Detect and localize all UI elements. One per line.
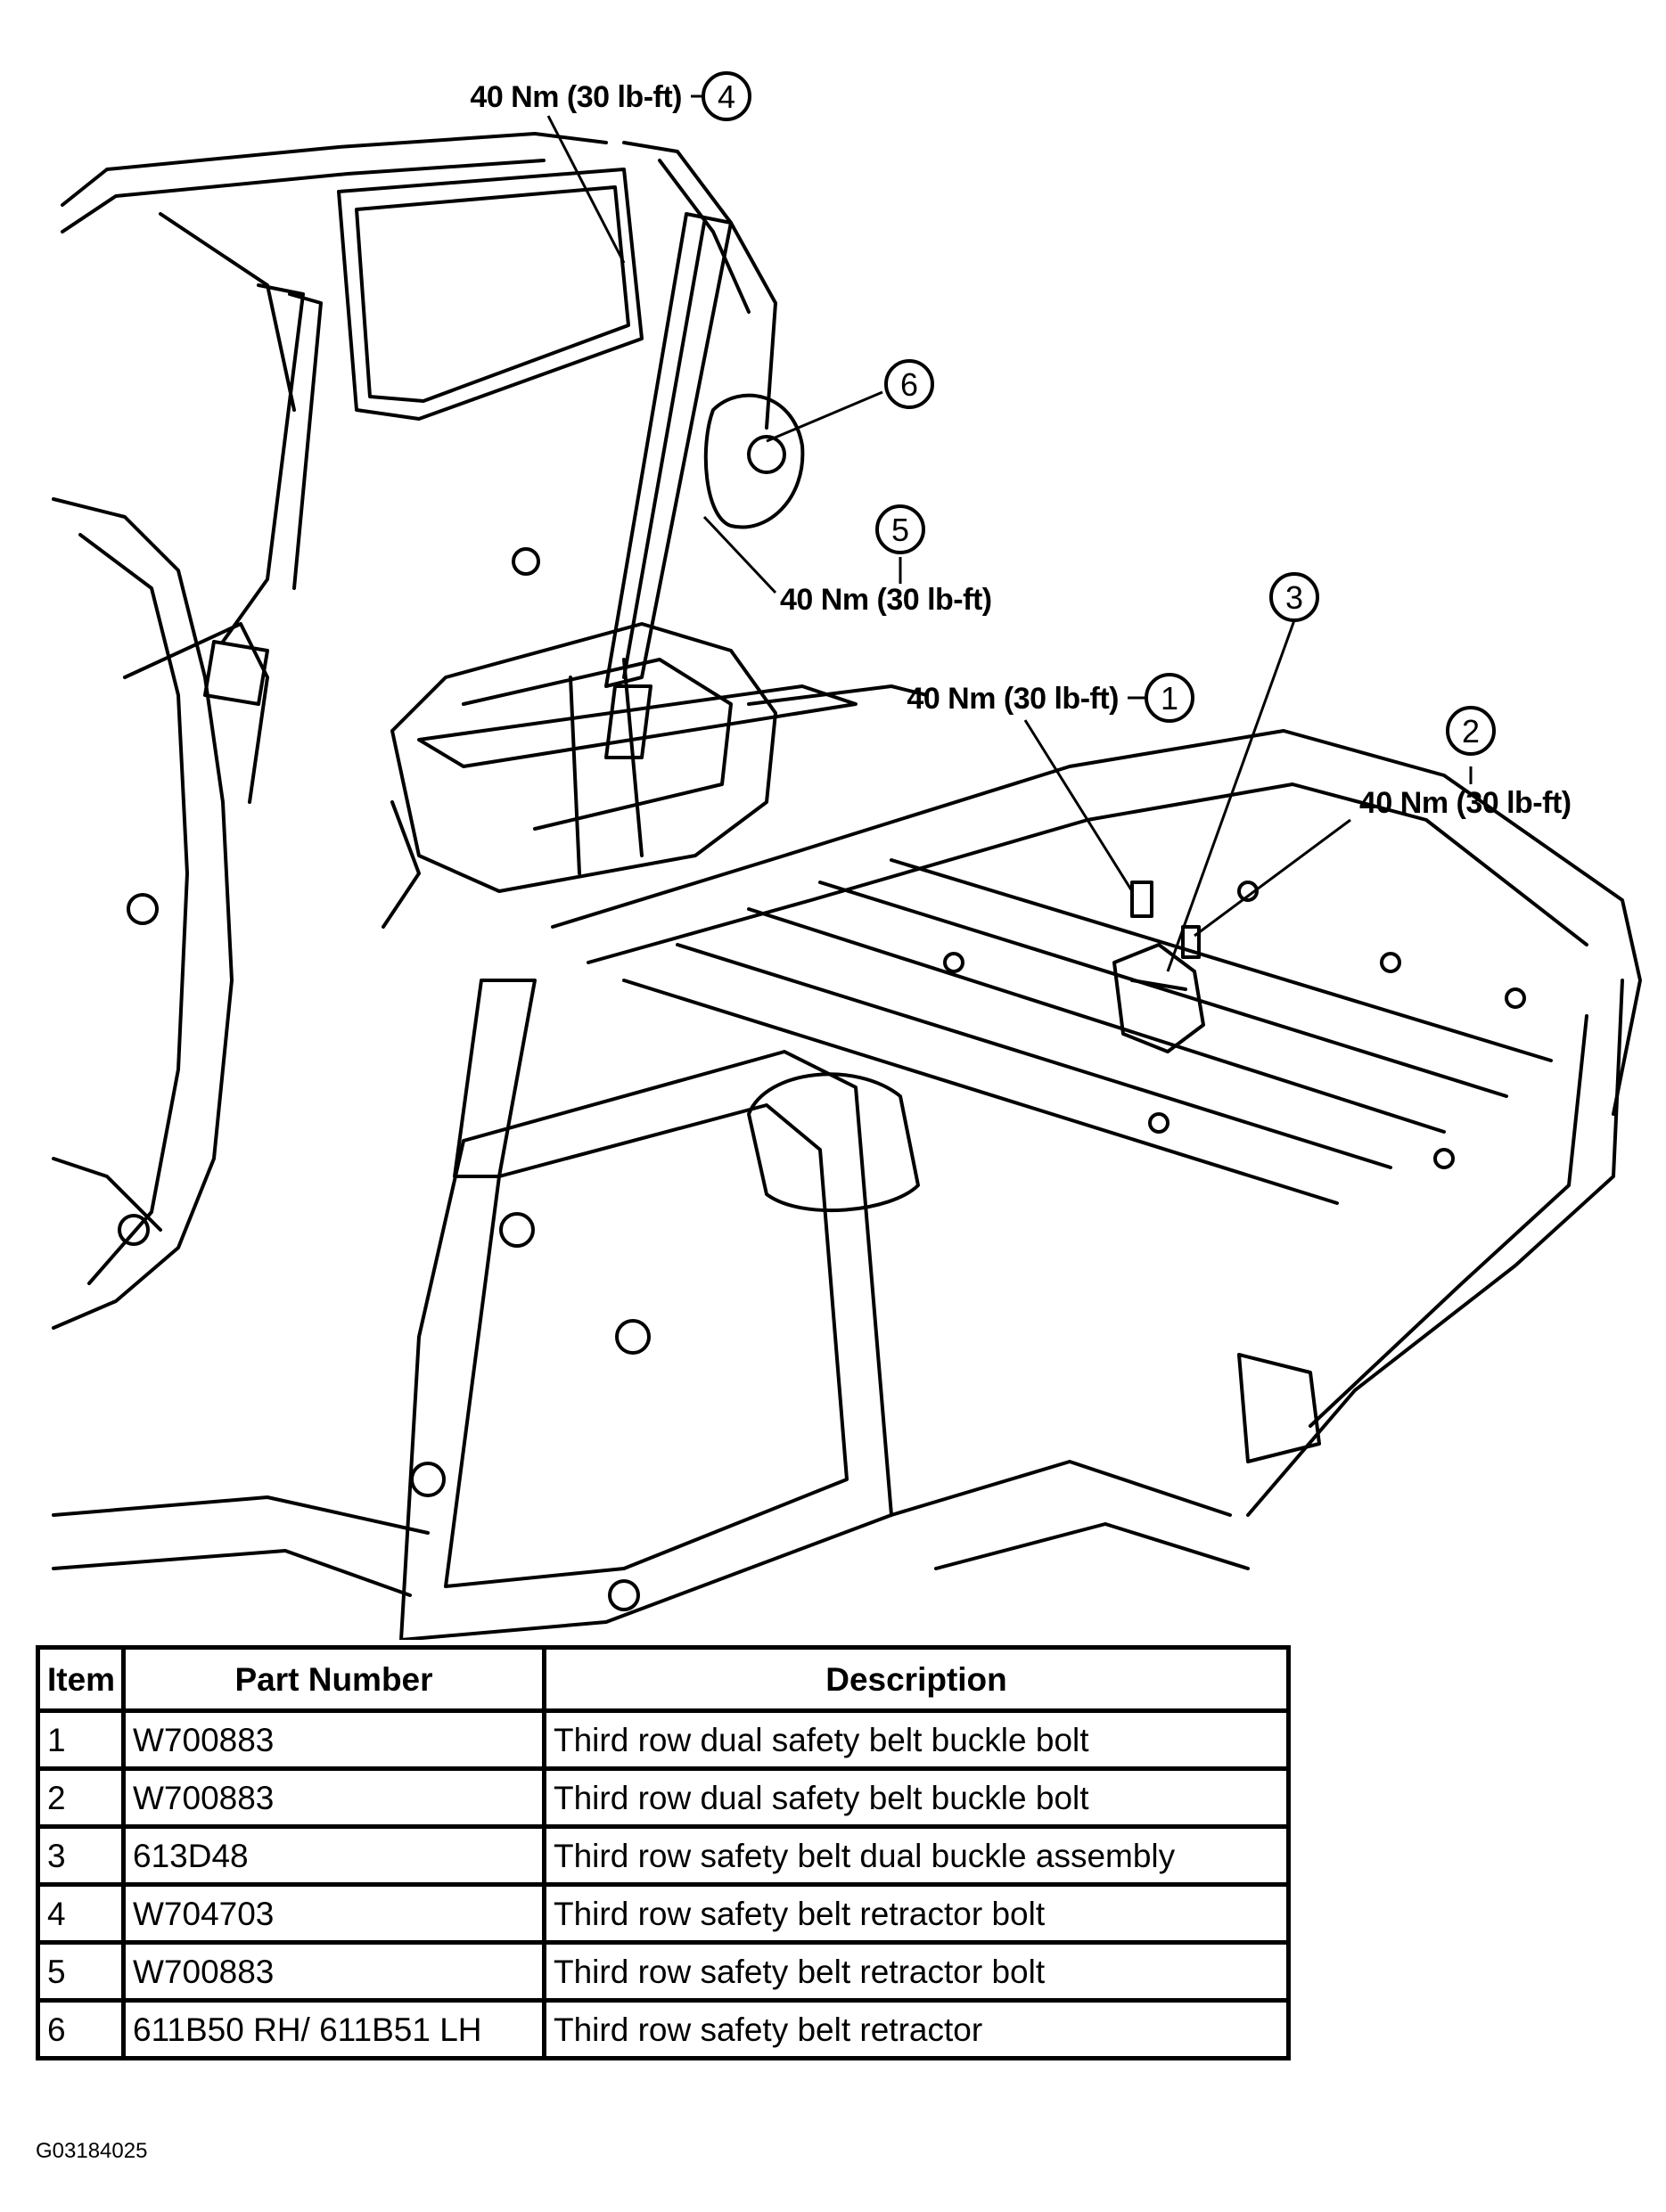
leader-torque-2 [1194,818,1351,938]
cell-item: 1 [36,1708,126,1771]
leader-torque-4 [546,115,626,264]
cell-description: Third row safety belt retractor bolt [542,1940,1291,2003]
leader-torque-5 [702,515,777,594]
callout-number: 4 [718,78,735,115]
callout-circle [884,359,934,409]
table-row: 2 W700883 Third row dual safety belt buc… [36,1766,1291,1829]
callout-4: 4 40 Nm (30 lb-ft) [470,71,751,121]
callout-number: 3 [1285,579,1303,616]
table-row: 6 611B50 RH/ 611B51 LH Third row safety … [36,1998,1291,2060]
cell-item: 3 [36,1824,126,1887]
cell-description: Third row safety belt retractor bolt [542,1882,1291,1945]
torque-label: 40 Nm (30 lb-ft) [907,682,1119,716]
callout-circle [702,71,751,121]
torque-label: 40 Nm (30 lb-ft) [780,583,992,617]
leader-lines [546,94,1473,972]
cell-part-number: 613D48 [121,1824,546,1887]
torque-label: 40 Nm (30 lb-ft) [1359,786,1572,820]
table-row: 1 W700883 Third row dual safety belt buc… [36,1708,1291,1771]
parts-table-header: Item Part Number Description [36,1645,1291,1713]
header-part-number: Part Number [121,1645,546,1713]
callout-circle [1145,673,1194,723]
parts-table: Item Part Number Description 1 W700883 T… [36,1645,1291,2060]
cell-description: Third row safety belt dual buckle assemb… [542,1824,1291,1887]
callout-circle [1446,706,1496,756]
cell-part-number: W704703 [121,1882,546,1945]
leader-callout-3 [1166,619,1296,972]
vehicle-body-linework [52,132,1642,1640]
exploded-view-drawing: 4 40 Nm (30 lb-ft) 6 5 40 Nm (30 lb-ft) … [52,71,1642,1640]
callout-6: 6 [884,359,934,409]
callout-number: 6 [900,366,918,403]
cell-item: 4 [36,1882,126,1945]
callout-3: 3 [1269,572,1319,622]
callout-2: 2 40 Nm (30 lb-ft) [1359,706,1572,820]
callout-5: 5 40 Nm (30 lb-ft) [780,504,992,617]
cell-item: 6 [36,1998,126,2060]
cell-description: Third row dual safety belt buckle bolt [542,1766,1291,1829]
cell-part-number: W700883 [121,1708,546,1771]
leader-torque-1 [1023,719,1134,892]
cell-part-number: 611B50 RH/ 611B51 LH [121,1998,546,2060]
callout-number: 1 [1161,680,1178,717]
callout-1: 1 40 Nm (30 lb-ft) [907,673,1194,723]
table-row: 4 W704703 Third row safety belt retracto… [36,1882,1291,1945]
torque-label: 40 Nm (30 lb-ft) [470,80,682,114]
callout-number: 2 [1462,713,1480,750]
cell-item: 2 [36,1766,126,1829]
header-item: Item [36,1645,126,1713]
callout-circle [875,504,925,554]
leader-callout-6 [766,390,883,443]
cell-description: Third row safety belt retractor [542,1998,1291,2060]
cell-description: Third row dual safety belt buckle bolt [542,1708,1291,1771]
header-description: Description [542,1645,1291,1713]
table-row: 3 613D48 Third row safety belt dual buck… [36,1824,1291,1887]
cell-part-number: W700883 [121,1766,546,1829]
figure-id: G03184025 [36,2139,148,2163]
cell-item: 5 [36,1940,126,2003]
callout-number: 5 [891,512,909,548]
table-row: 5 W700883 Third row safety belt retracto… [36,1940,1291,2003]
cell-part-number: W700883 [121,1940,546,2003]
callout-circle [1269,572,1319,622]
